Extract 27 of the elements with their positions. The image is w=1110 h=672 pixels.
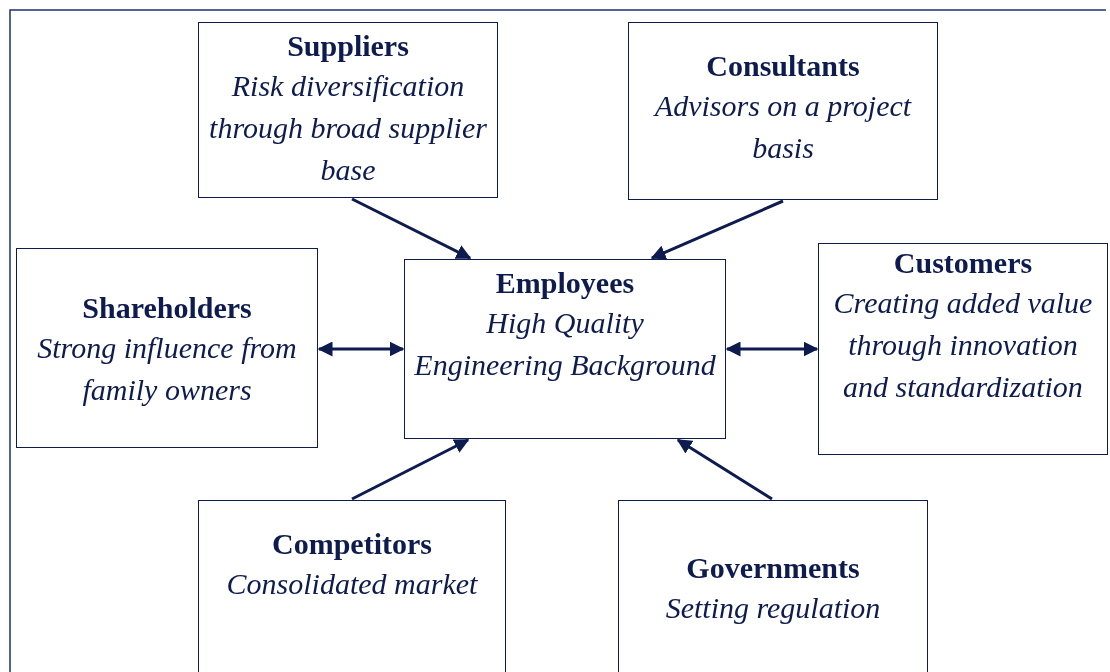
arrow	[725, 341, 819, 357]
box-description: Risk diversification through broad supplier base	[208, 68, 488, 188]
arrow	[650, 199, 784, 260]
box-title: Consultants	[705, 48, 861, 84]
stakeholder-box	[818, 243, 1108, 455]
box-title: Employees	[494, 265, 636, 301]
stakeholder-box	[198, 500, 506, 672]
box-title: Governments	[685, 550, 861, 586]
box-description: Advisors on a project basis	[652, 88, 913, 166]
box-description: Strong influence from family owners	[36, 330, 298, 408]
arrow	[676, 438, 773, 501]
box-title: Shareholders	[81, 290, 253, 326]
box-description: Consolidated market	[225, 566, 479, 602]
stakeholder-box	[198, 22, 498, 198]
box-title: Customers	[892, 245, 1034, 281]
stakeholder-box	[404, 259, 726, 439]
box-title: Suppliers	[286, 28, 410, 64]
arrow	[351, 197, 472, 260]
box-description: High Quality Engineering Background	[413, 305, 717, 383]
box-description: Setting regulation	[664, 590, 882, 626]
box-description: Creating added value through innovation and standardization	[832, 285, 1094, 405]
stakeholder-box	[618, 500, 928, 672]
stakeholder-box	[16, 248, 318, 448]
arrow	[317, 341, 405, 357]
box-title: Competitors	[271, 526, 433, 562]
stakeholder-box	[628, 22, 938, 200]
arrow	[351, 438, 470, 501]
